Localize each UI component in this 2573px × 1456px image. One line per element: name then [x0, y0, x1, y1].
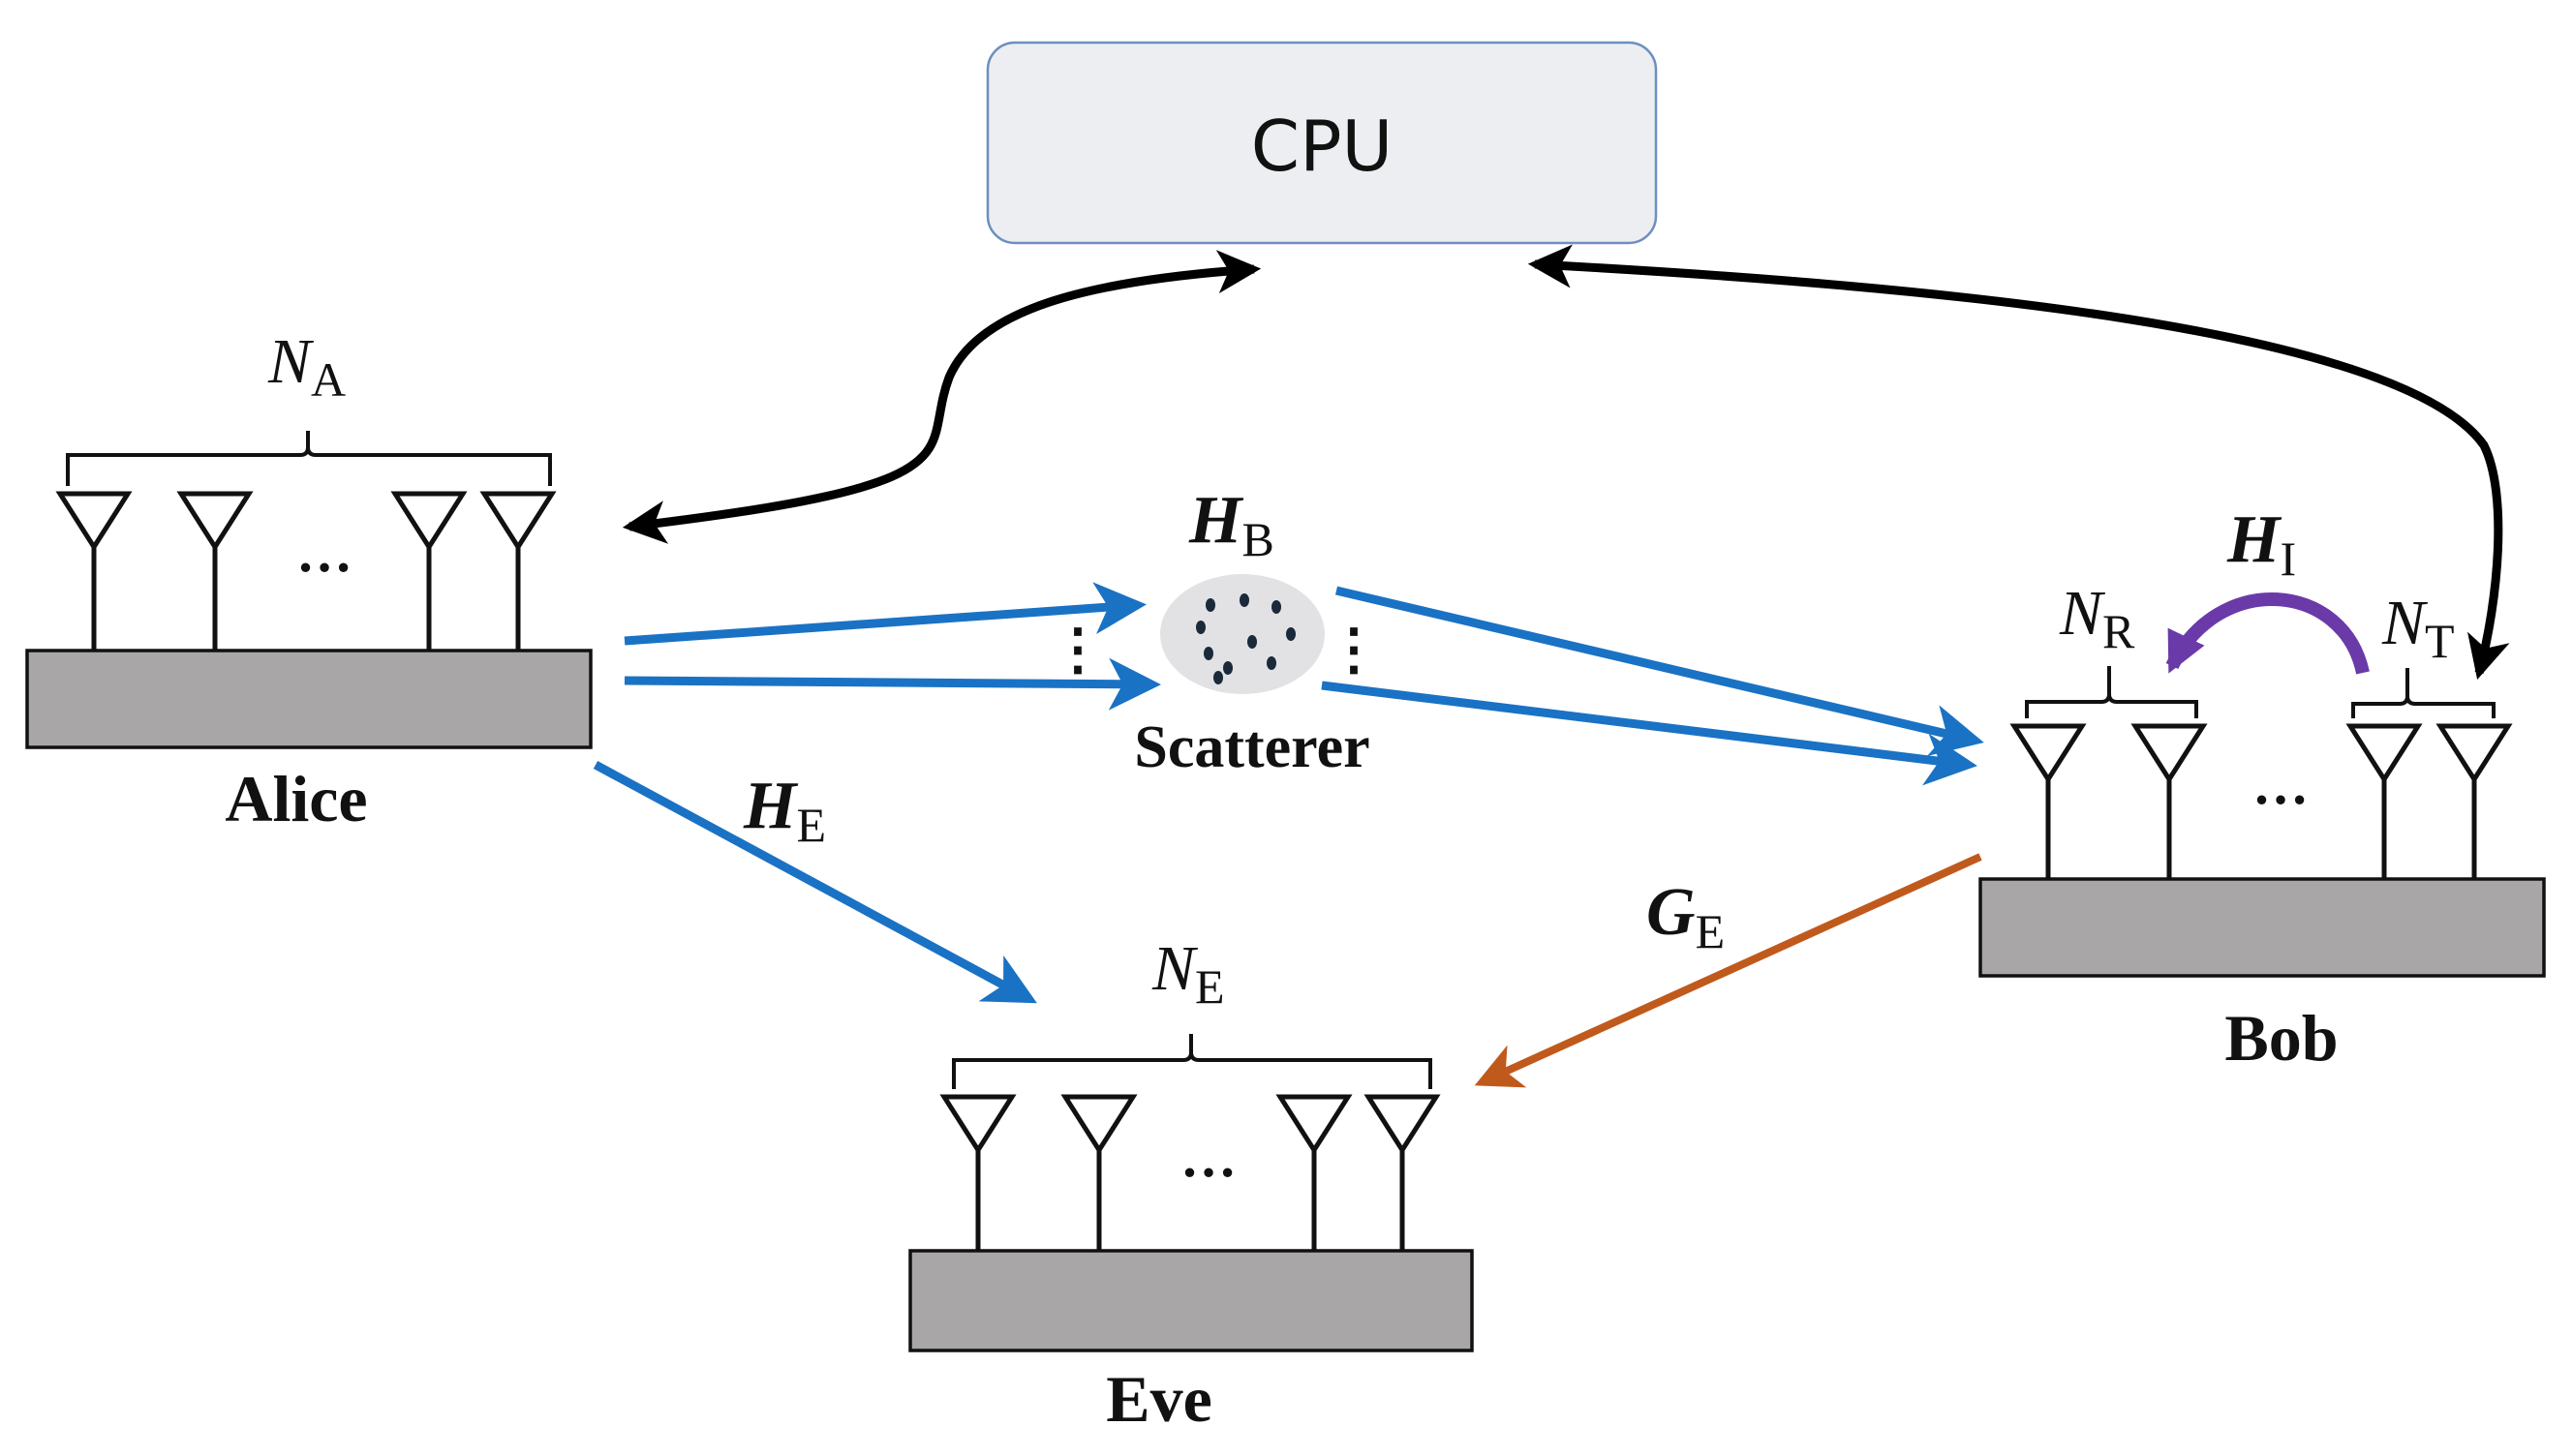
scatterer-right-vdots: ⋮	[1326, 618, 1382, 681]
cpu-box: CPU	[986, 41, 1658, 245]
eve-platform	[908, 1249, 1474, 1352]
eve-antenna-1	[939, 1094, 1017, 1155]
bob-rx-brace	[2025, 666, 2198, 718]
bob-cpu-link	[1527, 244, 2510, 680]
eve-antenna-ellipsis: …	[1180, 1126, 1237, 1189]
scatterer-label: Scatterer	[1134, 714, 1369, 780]
bob-platform	[1978, 877, 2546, 978]
alice-scatterer-link-1	[624, 582, 1147, 646]
alice-scatterer-link-2	[624, 657, 1161, 711]
bob-node: NR NT HI … Bob	[1978, 502, 2546, 1075]
alice-cpu-link	[622, 250, 1262, 544]
self-interference-arrow	[2165, 592, 2370, 675]
channel-hb-label: HB	[1188, 483, 1274, 566]
channel-ge-label: GE	[1646, 875, 1725, 958]
alice-antenna-4	[479, 491, 557, 552]
scatterer-bob-link-2	[1321, 681, 1977, 786]
eve-antenna-brace	[952, 1034, 1432, 1089]
alice-node: NA … Alice	[25, 326, 593, 835]
bob-antenna-ellipsis: …	[2252, 753, 2309, 816]
alice-antenna-2	[176, 491, 254, 552]
scatterer-cloud	[1160, 574, 1325, 694]
eve-antenna-2	[1060, 1094, 1138, 1155]
cpu-label: CPU	[1251, 106, 1393, 187]
scatterer: Scatterer HB ⋮ ⋮	[1050, 483, 1382, 780]
bob-eve-link	[1474, 853, 1982, 1088]
alice-platform	[25, 649, 593, 749]
eve-antenna-count: NE	[1151, 933, 1225, 1014]
bob-rx-antenna-1	[2009, 723, 2087, 784]
bob-label: Bob	[2224, 1001, 2338, 1075]
channel-hi-label: HI	[2226, 502, 2296, 586]
alice-label: Alice	[225, 762, 367, 835]
alice-antenna-ellipsis: …	[296, 521, 352, 584]
alice-antenna-1	[55, 491, 133, 552]
alice-antenna-brace	[66, 431, 552, 486]
eve-node: NE … Eve	[908, 933, 1474, 1436]
bob-rx-antenna-count: NR	[2059, 578, 2135, 658]
alice-eve-link	[593, 761, 1037, 1004]
eve-label: Eve	[1106, 1362, 1212, 1436]
alice-antenna-count: NA	[267, 326, 346, 407]
bob-rx-antenna-2	[2130, 723, 2208, 784]
channel-he-label: HE	[743, 769, 826, 852]
scatterer-left-vdots: ⋮	[1050, 618, 1106, 681]
eve-antenna-3	[1275, 1094, 1353, 1155]
scatterer-bob-link-1	[1334, 586, 1984, 756]
bob-tx-antenna-2	[2435, 723, 2513, 784]
bob-tx-antenna-1	[2345, 723, 2423, 784]
alice-antenna-3	[390, 491, 468, 552]
bob-tx-brace	[2351, 668, 2496, 718]
bob-tx-antenna-count: NT	[2381, 588, 2455, 668]
eve-antenna-4	[1363, 1094, 1441, 1155]
